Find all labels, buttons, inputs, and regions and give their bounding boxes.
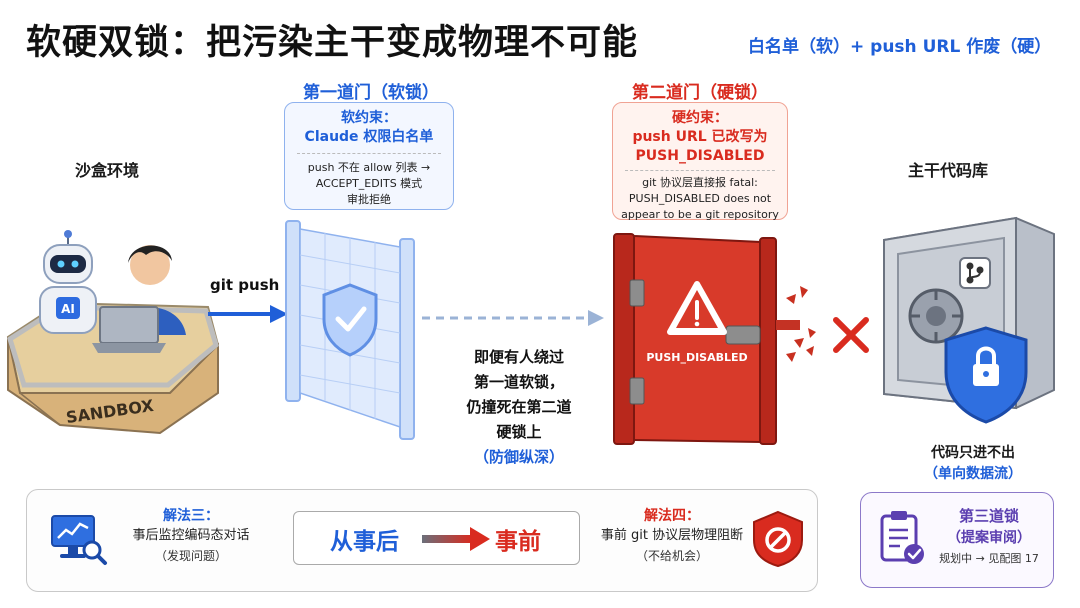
- blocked-x-icon: [833, 317, 869, 353]
- third-lock-block: 第三道锁 （提案审阅） 规划中 → 见配图 17: [930, 505, 1048, 569]
- main-repo-caption-accent: （单向数据流）: [924, 466, 1022, 482]
- monitor-search-icon: [51, 515, 107, 565]
- debris-icon: [786, 286, 816, 362]
- shift-from: 从事后: [330, 529, 399, 555]
- robot-icon: AI: [39, 230, 97, 334]
- page-title: 软硬双锁：把污染主干变成物理不可能: [26, 23, 639, 63]
- bypass-dashed-arrow: [422, 310, 604, 326]
- gate1-box-head-line2: Claude 权限白名单: [304, 129, 434, 145]
- page-subtitle: 白名单（软）+ push URL 作废（硬）: [748, 37, 1052, 57]
- shift-to: 事前: [495, 529, 541, 555]
- main-repo-safe: [883, 216, 1055, 424]
- gate2-box-body-line1: git 协议层直接报 fatal:: [642, 176, 758, 189]
- third-lock-note: 规划中 → 见配图 17: [939, 552, 1039, 565]
- gate2-box-head-line3: PUSH_DISABLED: [635, 148, 765, 164]
- note-line1: 即便有人绕过: [473, 348, 564, 366]
- block-shield-icon: [753, 510, 803, 568]
- door-label: PUSH_DISABLED: [646, 351, 747, 364]
- third-lock-sub: （提案审阅）: [947, 530, 1031, 546]
- solution4-body: 事前 git 协议层物理阻断: [600, 528, 744, 543]
- gate1-box-body-line1: push 不在 allow 列表 →: [307, 161, 431, 174]
- sandbox-illustration: SANDBOX AI: [6, 230, 220, 435]
- main-repo-caption: 代码只进不出 （单向数据流）: [910, 443, 1036, 485]
- clipboard-check-icon: [880, 511, 924, 564]
- note-line4: 硬锁上: [496, 423, 542, 441]
- solution3-title: 解法三：: [163, 508, 219, 524]
- lock-shield-icon: [944, 326, 1028, 424]
- gate2-title: 第二道门（硬锁）: [632, 83, 768, 103]
- gate1-box-head-line1: 软约束：: [341, 110, 397, 126]
- note-accent: （防御纵深）: [473, 448, 564, 466]
- warning-icon: [667, 281, 727, 335]
- solution3-block: 解法三： 事后监控编码态对话 （发现问题）: [116, 506, 266, 566]
- defense-in-depth-note: 即便有人绕过 第一道软锁， 仍撞死在第二道 硬锁上 （防御纵深）: [456, 345, 582, 470]
- soft-gate-illustration: [285, 220, 415, 440]
- shift-arrow: [422, 527, 490, 551]
- shield-check-icon: [322, 283, 378, 357]
- third-lock-title: 第三道锁: [958, 507, 1019, 525]
- git-push-label: git push: [210, 276, 280, 294]
- hard-door-illustration: PUSH_DISABLED: [613, 233, 816, 445]
- gate2-box-head-line1: 硬约束：: [672, 110, 728, 126]
- gate1-box-body-line3: 审批拒绝: [347, 193, 391, 206]
- solution4-sub: （不给机会）: [635, 549, 708, 563]
- gate1-box-body-line2: ACCEPT_EDITS 模式: [315, 177, 423, 190]
- vault-dial-icon: [908, 288, 964, 344]
- push-arrow: [208, 305, 288, 323]
- sandbox-label: 沙盒环境: [74, 161, 139, 180]
- gate2-box-body-line2: PUSH_DISABLED does not: [628, 192, 772, 205]
- note-line2: 第一道软锁，: [473, 373, 564, 391]
- solution4-title: 解法四：: [644, 508, 700, 524]
- gate1-constraint-box: 软约束： Claude 权限白名单 push 不在 allow 列表 → ACC…: [284, 102, 454, 210]
- solution4-block: 解法四： 事前 git 协议层物理阻断 （不给机会）: [588, 506, 756, 566]
- solution3-sub: （发现问题）: [154, 549, 227, 563]
- gate1-box-divider: [297, 153, 441, 154]
- developer-icon: [92, 245, 186, 353]
- git-branch-icon: [966, 262, 984, 284]
- gate2-box-body-line3: appear to be a git repository: [621, 208, 779, 221]
- gate2-box-divider: [625, 170, 775, 171]
- gate2-constraint-box: 硬约束： push URL 已改写为 PUSH_DISABLED git 协议层…: [612, 102, 788, 221]
- main-repo-caption-line: 代码只进不出: [931, 445, 1015, 461]
- gate2-box-head-line2: push URL 已改写为: [632, 129, 768, 145]
- note-line3: 仍撞死在第二道: [466, 398, 572, 416]
- robot-chest-label: AI: [61, 302, 75, 316]
- main-repo-label: 主干代码库: [907, 161, 988, 180]
- solution3-body: 事后监控编码态对话: [132, 528, 250, 543]
- gate1-title: 第一道门（软锁）: [303, 83, 439, 103]
